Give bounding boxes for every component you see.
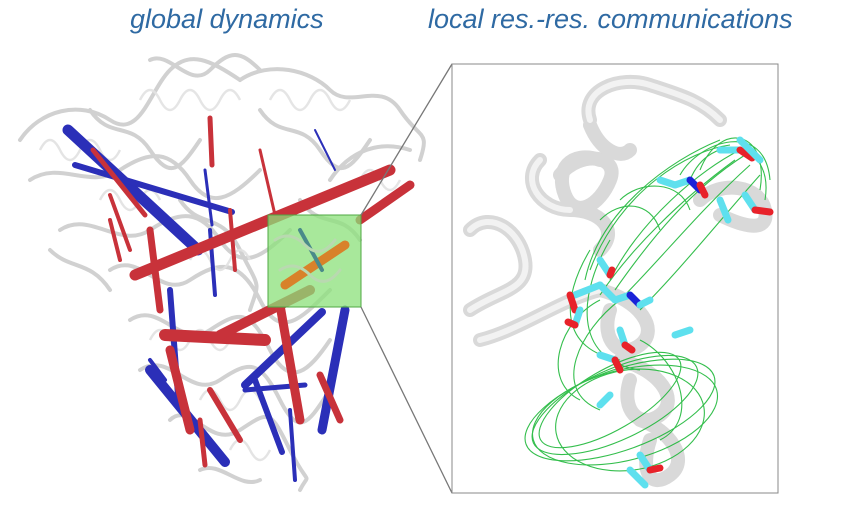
communication-lines (524, 137, 771, 472)
residue-sticks (564, 136, 774, 489)
protein-structure (18, 53, 453, 494)
protein-ribbon (18, 53, 426, 492)
zoom-connector-lines (360, 63, 453, 494)
zoom-panel-frame (452, 64, 778, 493)
zoom-panel-border (451, 63, 779, 494)
positive-coupling-cylinders (90, 115, 415, 468)
left-panel-title: global dynamics (130, 4, 324, 34)
highlight-region-contents (273, 228, 350, 290)
right-panel-title: local res.-res. communications (428, 4, 793, 34)
zoom-panel (451, 63, 779, 494)
